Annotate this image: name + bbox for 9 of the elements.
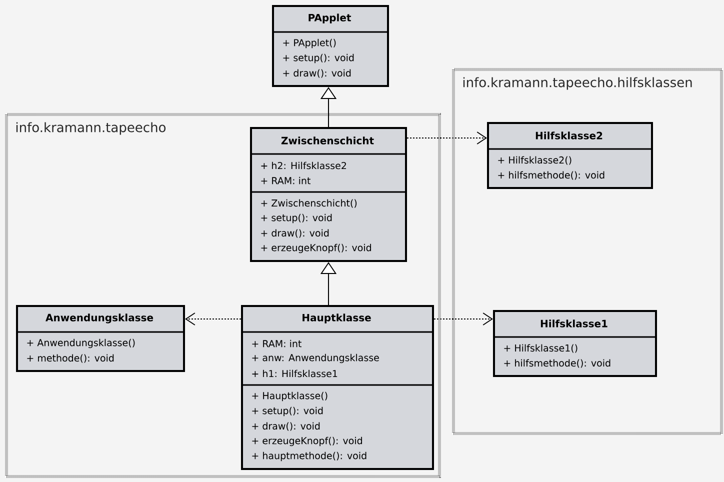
class-box: Hilfsklasse1 + Hilfsklasse1() + hilfsmethode(): void xyxy=(493,310,657,377)
class-box: Hilfsklasse2 + Hilfsklasse2() + hilfsmethode(): void xyxy=(487,122,653,189)
class-box: Zwischenschicht + h2: Hilfsklasse2 + RAM: int + Zwischenschicht() + setup(): void + draw(): void + erzeugeKnopf(): void xyxy=(250,127,407,262)
arrow xyxy=(434,312,493,326)
class-box: Hauptklasse + RAM: int + anw: Anwendungsklasse + h1: Hilfsklasse1 + Hauptklasse() + setup(): void + draw(): void + erzeugeKnopf(): void + hauptmethode(): void xyxy=(241,305,434,470)
arrow xyxy=(185,312,242,326)
class-box: Anwendungsklasse + Anwendungsklasse() + methode(): void xyxy=(16,305,185,372)
arrow xyxy=(406,132,487,144)
class-box: PApplet + PApplet() + setup(): void + draw(): void xyxy=(272,5,389,87)
